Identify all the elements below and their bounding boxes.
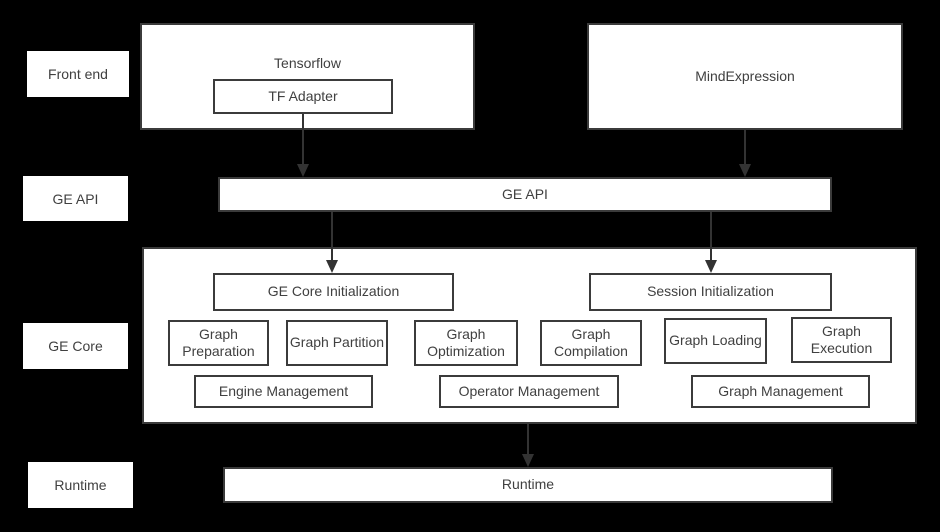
row-label-ge-core: GE Core bbox=[23, 323, 128, 369]
arrow-down-icon bbox=[522, 454, 534, 467]
arrow-mindexpression-to-ge-api bbox=[744, 130, 746, 164]
tensorflow-label: Tensorflow bbox=[274, 55, 341, 71]
runtime-bar: Runtime bbox=[223, 467, 833, 503]
arrow-down-icon bbox=[739, 164, 751, 177]
arrow-tf-adapter-to-ge-api bbox=[302, 114, 304, 164]
graph-optimization-box: Graph Optimization bbox=[414, 320, 518, 366]
arrow-down-icon bbox=[297, 164, 309, 177]
row-label-ge-api: GE API bbox=[23, 176, 128, 221]
mindexpression-box: MindExpression bbox=[587, 23, 903, 130]
graph-partition-box: Graph Partition bbox=[286, 320, 388, 366]
arrow-ge-core-to-runtime bbox=[527, 424, 529, 454]
graph-preparation-box: Graph Preparation bbox=[168, 320, 269, 366]
arrow-ge-api-to-ge-core-initialization bbox=[331, 212, 333, 260]
arrow-down-icon bbox=[326, 260, 338, 273]
ge-core-initialization-box: GE Core Initialization bbox=[213, 273, 454, 311]
row-label-runtime: Runtime bbox=[28, 462, 133, 508]
session-initialization-box: Session Initialization bbox=[589, 273, 832, 311]
engine-management-box: Engine Management bbox=[194, 375, 373, 408]
operator-management-box: Operator Management bbox=[439, 375, 619, 408]
graph-loading-box: Graph Loading bbox=[664, 318, 767, 364]
graph-management-box: Graph Management bbox=[691, 375, 870, 408]
arrow-ge-api-to-session-initialization bbox=[710, 212, 712, 260]
graph-execution-box: Graph Execution bbox=[791, 317, 892, 363]
tf-adapter-box: TF Adapter bbox=[213, 79, 393, 114]
row-label-front-end: Front end bbox=[27, 51, 129, 97]
ge-api-bar: GE API bbox=[218, 177, 832, 212]
arrow-down-icon bbox=[705, 260, 717, 273]
graph-compilation-box: Graph Compilation bbox=[540, 320, 642, 366]
